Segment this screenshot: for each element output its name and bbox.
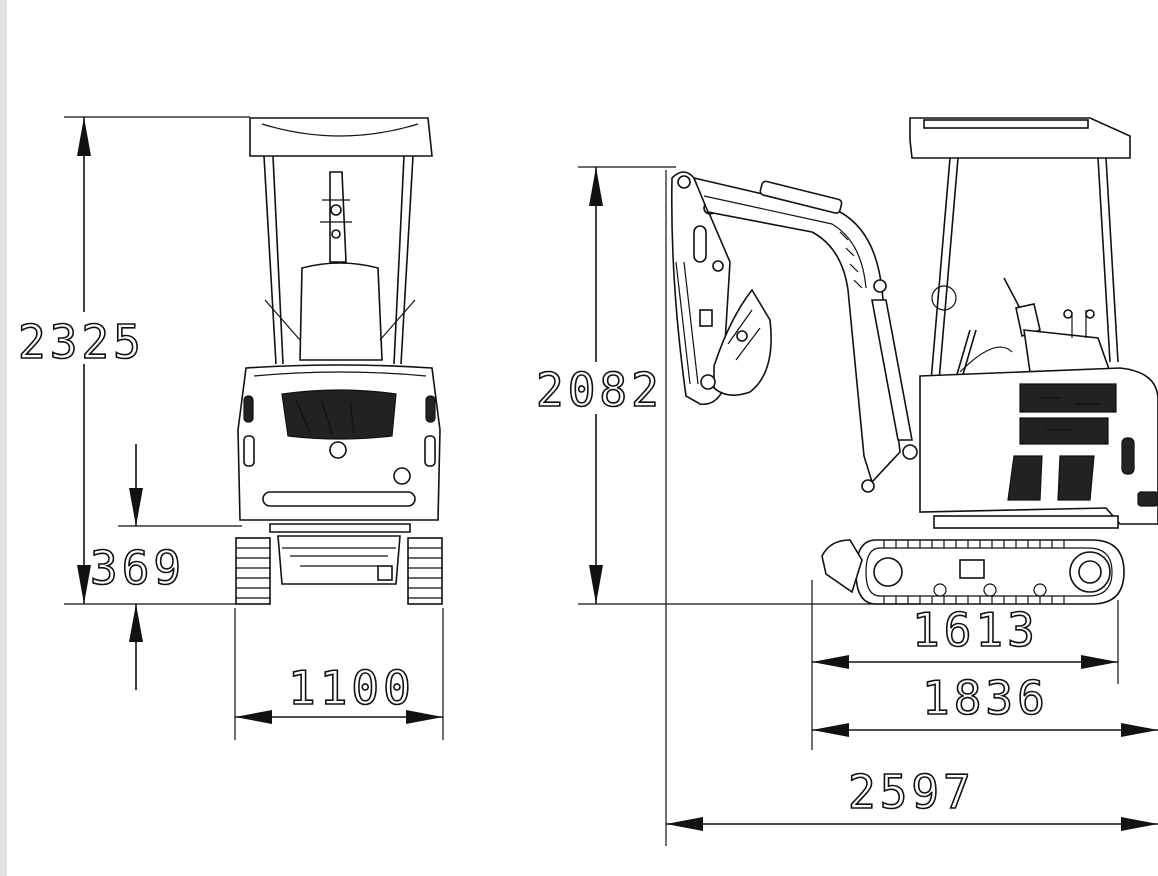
dimension-front-height (18, 116, 250, 605)
side-height-label: 2082 (536, 363, 663, 417)
front-height-label: 2325 (18, 315, 145, 369)
page-edge (0, 0, 7, 876)
dimension-track-length (811, 580, 1119, 750)
ground-clearance-label: 369 (90, 541, 185, 595)
side-view-excavator (670, 117, 1158, 605)
dimension-track-width (234, 608, 444, 740)
dimension-undercarriage-length (812, 723, 1158, 737)
front-view-excavator (235, 117, 443, 605)
dimension-ground-clearance (118, 444, 242, 690)
dimension-overall-length (665, 170, 1158, 846)
track-length-label: 1613 (912, 603, 1039, 657)
overall-length-label: 2597 (848, 765, 975, 819)
track-width-label: 1100 (288, 661, 415, 715)
dimension-side-height (536, 166, 920, 605)
undercarriage-length-label: 1836 (922, 671, 1049, 725)
